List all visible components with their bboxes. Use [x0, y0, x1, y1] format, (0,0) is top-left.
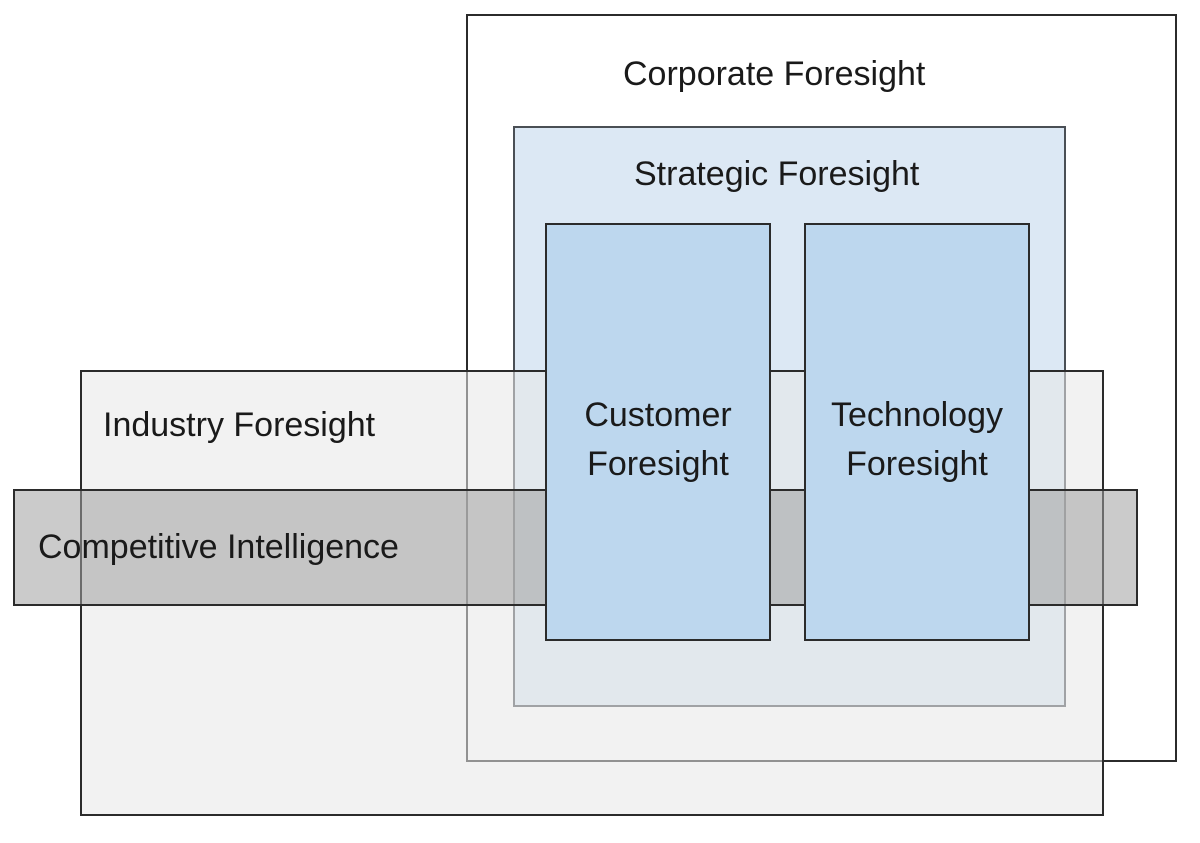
- corporate-foresight-label: Corporate Foresight: [623, 55, 926, 93]
- customer-foresight-box: Customer Foresight: [545, 223, 771, 641]
- industry-foresight-label: Industry Foresight: [103, 406, 376, 444]
- competitive-intelligence-label: Competitive Intelligence: [38, 528, 399, 566]
- technology-foresight-label: Technology Foresight: [830, 396, 1003, 483]
- technology-foresight-box: Technology Foresight: [804, 223, 1030, 641]
- customer-foresight-label: Customer Foresight: [584, 396, 732, 483]
- strategic-foresight-label: Strategic Foresight: [634, 155, 920, 193]
